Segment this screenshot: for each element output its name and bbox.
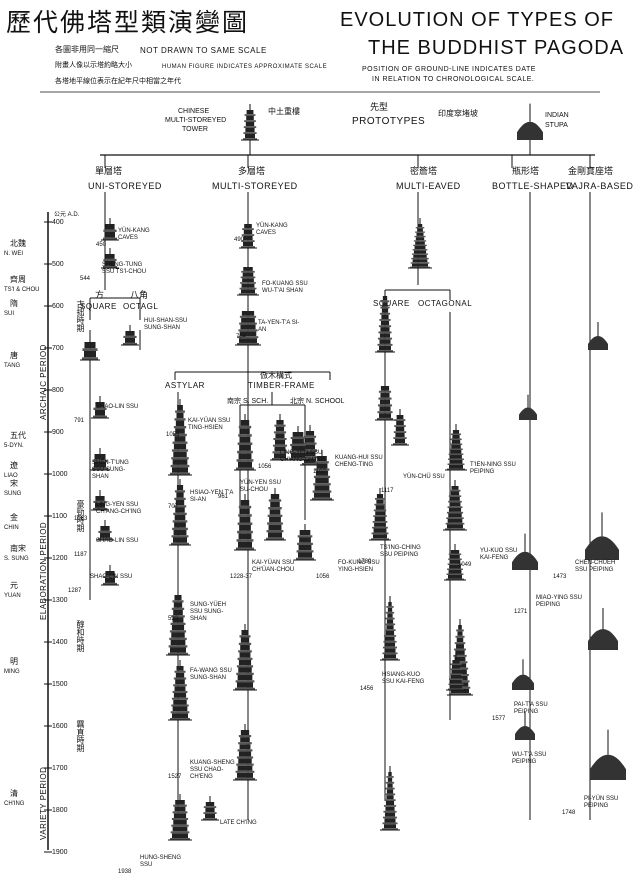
pagoda-name: YÜN-CHÜ SSU (403, 474, 451, 481)
pagoda-icon (380, 596, 400, 660)
pagoda-year: 1056 (258, 464, 271, 470)
pagoda-name: SUNG-YÜEH SSU SUNG-SHAN (190, 602, 238, 623)
pagoda-year: 1938 (118, 869, 131, 875)
pagoda-name: KAI-YÜAN SSU CH'ÜAN-CHOU (252, 560, 300, 574)
pagoda-icon (445, 424, 467, 470)
pagoda-year: 1228-37 (230, 574, 252, 580)
pagoda-name: KUANG-SHENG SSU CHAO-CH'ENG (190, 760, 238, 781)
pagoda-year: 1748 (562, 810, 575, 816)
pagoda-year: 707 (168, 504, 178, 510)
pagoda-icon (168, 660, 192, 720)
pagoda-name: PI-YÜN SSU PEIPING (584, 796, 632, 810)
stupa-icon (519, 395, 537, 420)
pagoda-name: LATE CH'ING (220, 820, 268, 827)
pagoda-year: 1055 (166, 432, 179, 438)
pagoda-year: 1102 (313, 469, 326, 475)
pagoda-name: TS'ING-CHING SSU PEIPING (380, 545, 428, 559)
pagoda-year: 1780 (358, 559, 371, 565)
pagoda-icon (169, 479, 191, 545)
pagoda-name: T'IEN-NING SSU PEIPING (470, 462, 518, 476)
pagoda-icon (380, 766, 400, 830)
pagoda-year: 1056 (316, 574, 329, 580)
pagoda-icon (80, 336, 100, 360)
pagoda-name: LING-YEN SSU CH'ANG-CH'ING (280, 450, 328, 464)
pagoda-name: HUNG-SHENG SSU (140, 855, 188, 869)
pagoda-icon (201, 796, 219, 820)
pagoda-icon (264, 488, 286, 540)
pagoda-name: KUANG-HUI SSU CHENG-TING (335, 455, 383, 469)
pagoda-icon (166, 589, 190, 655)
pagoda-name: SHAO-LIN SSU (90, 574, 138, 581)
pagoda-year: 1271 (514, 609, 527, 615)
pagoda-year: 1083 (74, 516, 87, 522)
pagoda-icon (96, 520, 114, 540)
pagoda-name: KAI-YÜAN SSU TING-HSIEN (188, 418, 236, 432)
pagoda-icon (369, 488, 391, 540)
pagoda-year: 450 (96, 242, 106, 248)
pagoda-year: 523 (168, 616, 178, 622)
pagoda-name: FO-KUANG SSU WU-T'AI SHAN (262, 281, 310, 295)
pagoda-year: 544 (80, 276, 90, 282)
pagoda-icon (237, 261, 259, 295)
pagoda-name: SHAO-LIN SSU (96, 404, 144, 411)
indian-stupa-icon (517, 104, 543, 140)
pagoda-year: 1049 (458, 562, 471, 568)
pagoda-name: HUI-SHAN-SSU SUNG-SHAN (144, 318, 192, 332)
pagoda-name: YÜN-KANG CAVES (256, 223, 304, 237)
pagoda-name: HSIANG-KUO SSU KAI-FENG (382, 672, 430, 686)
stupa-icon (588, 608, 618, 650)
pagoda-icon (234, 414, 256, 470)
stupa-icon (588, 322, 608, 350)
pagoda-icon (375, 290, 395, 352)
chinese-tower-icon (241, 104, 259, 140)
pagoda-icon (294, 524, 316, 560)
stupa-icon (512, 659, 534, 690)
stupa-icon (515, 712, 535, 740)
pagoda-year: 961 (218, 494, 228, 500)
pagoda-icon (408, 218, 432, 268)
pagoda-year: 1287 (68, 588, 81, 594)
pagoda-name: WU-T'A SSU PEIPING (512, 752, 560, 766)
pagoda-name: SHENG-TUNG SSU TS'I-CHOU (102, 262, 150, 276)
pagoda-name: PAI-T'A SSU PEIPING (514, 702, 562, 716)
stupa-icon (590, 730, 626, 780)
pagoda-year: 1187 (74, 552, 87, 558)
pagoda-name: CHEN-CHÜEH SSU PEIPING (575, 560, 623, 574)
pagoda-year: 490 (234, 237, 244, 243)
pagoda-name: TA-YEN-T'A SI-AN (258, 320, 306, 334)
pagoda-year: 791 (74, 418, 84, 424)
pagoda-year: 1577 (492, 716, 505, 722)
pagoda-icon (121, 325, 139, 345)
pagoda-icon (101, 218, 119, 240)
pagoda-name: HSIAO-YEN T'A SI-AN (190, 490, 238, 504)
pagoda-name: FA-WANG SSU SUNG-SHAN (190, 668, 238, 682)
pagoda-name: SHEN-T'UNG SSU SUNG-SHAN (92, 460, 140, 481)
pagoda-year: 1473 (553, 574, 566, 580)
pagoda-year: 1456 (360, 686, 373, 692)
pagoda-name: MIAO-YING SSU PEIPING (536, 595, 584, 609)
pagoda-year: 1527 (168, 774, 181, 780)
pagoda-icon (443, 480, 467, 530)
pagoda-name: YU-KUO SSU KAI-FENG (480, 548, 528, 562)
pagoda-name: YÜN-KANG CAVES (118, 228, 166, 242)
pagoda-icon (375, 380, 395, 420)
pagoda-year: 704 (236, 334, 246, 340)
pagoda-icon (391, 409, 409, 445)
pagoda-name: SHAO-LIN SSU (96, 538, 144, 545)
pagoda-name: YÜN-YEN SSU SU-CHOU (240, 480, 288, 494)
pagoda-icon (168, 794, 192, 840)
pagoda-icon (239, 218, 257, 248)
pagoda-name: LING-YEN SSU CH'ANG-CH'ING (96, 502, 144, 516)
pagoda-year: 1117 (381, 488, 393, 494)
